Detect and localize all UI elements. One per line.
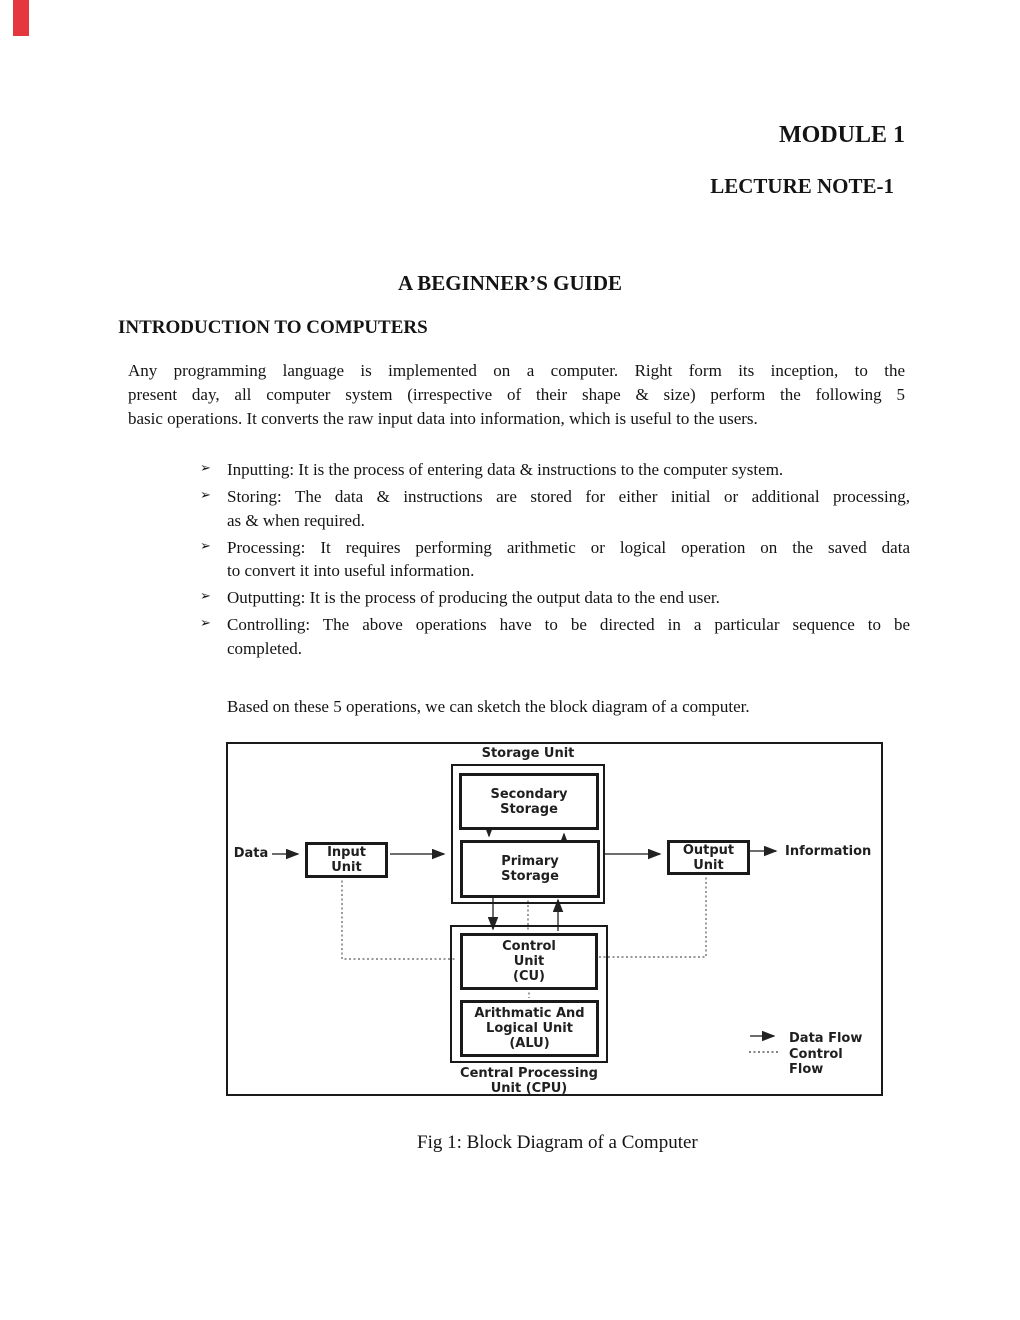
output-unit-label: Unit	[693, 857, 724, 873]
storage-unit-box	[451, 764, 605, 904]
dotted-cu-to-output	[596, 873, 707, 958]
module-title: MODULE 1	[779, 122, 905, 148]
bullet-line: Storing: The data & instructions are sto…	[227, 487, 910, 506]
control-unit-label: Control	[502, 939, 556, 954]
operations-list: ➢ Inputting: It is the process of enteri…	[200, 458, 910, 664]
block-diagram-figure: Storage Unit Secondary Storage Primary S…	[226, 742, 883, 1096]
primary-storage-label: Primary	[501, 854, 559, 869]
section-heading: INTRODUCTION TO COMPUTERS	[118, 317, 428, 338]
arrow-bullet-icon: ➢	[200, 538, 211, 554]
arrow-bullet-icon: ➢	[200, 461, 211, 476]
list-item: ➢ Processing: It requires performing ari…	[200, 536, 910, 583]
legend-data-flow-label: Data Flow	[789, 1031, 863, 1046]
bullet-text: Outputting: It is the process of produci…	[227, 586, 910, 610]
alu-label: Logical Unit	[486, 1021, 573, 1036]
secondary-storage-box: Secondary Storage	[459, 773, 599, 830]
closing-paragraph: Based on these 5 operations, we can sket…	[227, 697, 750, 716]
alu-box: Arithmatic And Logical Unit (ALU)	[460, 1000, 599, 1057]
control-unit-box: Control Unit (CU)	[460, 933, 598, 990]
output-unit-label: Output	[682, 842, 735, 858]
list-item: ➢ Inputting: It is the process of enteri…	[200, 458, 910, 482]
primary-storage-box: Primary Storage	[460, 840, 600, 898]
bullet-text: Processing: It requires performing arith…	[227, 536, 910, 583]
information-label: Information	[785, 844, 872, 859]
arrow-bullet-icon: ➢	[200, 616, 211, 631]
secondary-storage-label: Secondary	[490, 786, 568, 802]
input-unit-label: Input	[327, 845, 366, 860]
intro-paragraph: Any programming language is implemented …	[128, 359, 905, 431]
bullet-text: Controlling: The above operations have t…	[227, 613, 910, 660]
primary-storage-label: Storage	[501, 869, 559, 884]
dotted-input-to-cu	[341, 876, 457, 960]
bullet-text: Inputting: It is the process of entering…	[227, 458, 910, 482]
list-item: ➢ Controlling: The above operations have…	[200, 613, 910, 660]
input-unit-label: Unit	[331, 860, 362, 875]
arrow-bullet-icon: ➢	[200, 488, 211, 503]
bullet-line: Processing: It requires performing arith…	[227, 537, 910, 557]
bullet-line: to convert it into useful information.	[227, 561, 475, 580]
bullet-text: Storing: The data & instructions are sto…	[227, 485, 910, 532]
control-unit-label: Unit	[513, 954, 545, 969]
diagram-connectors	[272, 824, 779, 1053]
intro-line: basic operations. It converts the raw in…	[128, 409, 758, 428]
bullet-line: Inputting: It is the process of entering…	[227, 460, 784, 479]
arrow-bullet-icon: ➢	[200, 589, 211, 604]
figure-caption: Fig 1: Block Diagram of a Computer	[417, 1132, 698, 1153]
output-unit-box: Output Unit	[667, 840, 750, 875]
alu-label: Arithmatic And	[474, 1006, 585, 1021]
cpu-label-line: Unit (CPU)	[490, 1081, 568, 1096]
intro-line: Any programming language is implemented …	[128, 361, 905, 380]
bullet-line: completed.	[227, 638, 303, 658]
alu-label: (ALU)	[509, 1036, 550, 1051]
legend-control-flow-label: Control Flow	[789, 1047, 843, 1077]
bullet-line: as & when required.	[227, 510, 365, 530]
cpu-label: Central Processing Unit (CPU)	[444, 1066, 614, 1096]
intro-line: present day, all computer system (irresp…	[128, 385, 905, 404]
data-label: Data	[233, 846, 269, 861]
cpu-label-line: Central Processing	[460, 1066, 598, 1081]
control-unit-label: (CU)	[513, 969, 545, 984]
red-marker	[13, 0, 29, 36]
lecture-title: LECTURE NOTE-1	[710, 174, 894, 198]
secondary-storage-label: Storage	[500, 801, 558, 817]
list-item: ➢ Outputting: It is the process of produ…	[200, 586, 910, 610]
bullet-line: Controlling: The above operations have t…	[227, 615, 910, 634]
list-item: ➢ Storing: The data & instructions are s…	[200, 485, 910, 532]
guide-title: A BEGINNER’S GUIDE	[397, 271, 623, 295]
bullet-line: Outputting: It is the process of produci…	[227, 588, 720, 607]
input-unit-box: Input Unit	[305, 842, 388, 878]
storage-unit-label: Storage Unit	[481, 746, 575, 761]
cpu-box	[450, 925, 608, 1063]
